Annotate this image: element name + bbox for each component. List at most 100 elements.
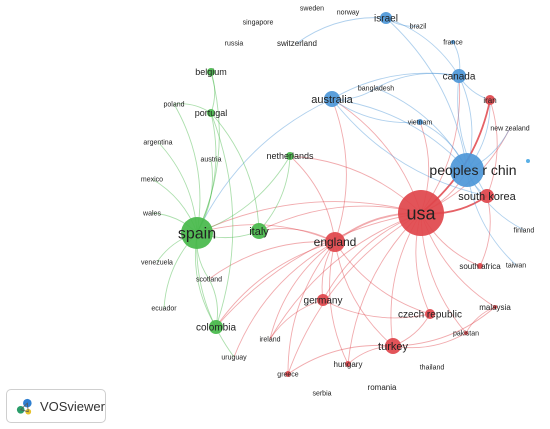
link-canada-israel <box>385 17 460 77</box>
link-south_africa-south_korea <box>479 195 491 267</box>
link-canada-south_korea <box>457 75 488 197</box>
link-usa-ireland <box>269 212 422 340</box>
node-england[interactable] <box>325 232 345 252</box>
label-sweden: sweden <box>300 5 324 12</box>
link-italy-netherlands <box>258 155 291 232</box>
label-south-africa: south africa <box>459 262 501 271</box>
label-turkey: turkey <box>378 341 408 353</box>
label-taiwan: taiwan <box>506 262 526 269</box>
link-england-australia <box>331 98 347 243</box>
node-unlabeled-dot[interactable] <box>526 159 530 163</box>
node-turkey[interactable] <box>385 338 401 354</box>
node-malaysia[interactable] <box>493 305 497 309</box>
label-pakistan: pakistan <box>453 330 479 337</box>
label-mexico: mexico <box>141 176 163 183</box>
label-germany: germany <box>304 296 343 307</box>
link-portugal-belgium <box>210 71 216 114</box>
link-spain-belgium <box>196 71 220 234</box>
node-pakistan[interactable] <box>464 331 468 335</box>
link-turkey-malaysia <box>392 306 496 347</box>
node-netherlands[interactable] <box>286 152 294 160</box>
node-france[interactable] <box>451 40 455 44</box>
label-norway: norway <box>337 9 360 16</box>
link-australia-south_korea <box>331 98 488 197</box>
label-czech-republic: czech republic <box>398 310 462 321</box>
label-uruguay: uruguay <box>221 354 247 361</box>
label-brazil: brazil <box>410 23 427 30</box>
link-italy-portugal <box>210 112 260 232</box>
label-ireland: ireland <box>259 336 280 343</box>
node-peoples-r-chin[interactable] <box>450 153 484 187</box>
link-south_korea-iran <box>486 99 498 197</box>
node-layer <box>181 12 530 377</box>
label-israel: israel <box>374 14 398 25</box>
label-france: france <box>443 39 463 46</box>
label-vietnam: vietnam <box>408 119 433 126</box>
node-czech-republic[interactable] <box>425 309 435 319</box>
link-england-uruguay <box>233 241 336 358</box>
link-germany-czech_republic <box>322 299 431 319</box>
vosviewer-logo-icon <box>16 398 32 415</box>
link-england-czech_republic <box>334 241 431 315</box>
link-england-turkey <box>334 241 394 347</box>
node-colombia[interactable] <box>209 320 223 334</box>
label-finland: finland <box>514 227 535 234</box>
node-usa[interactable] <box>398 190 444 236</box>
link-colombia-portugal <box>210 112 234 328</box>
label-argentina: argentina <box>143 139 172 146</box>
node-canada[interactable] <box>452 69 466 83</box>
vosviewer-logo[interactable]: VOSviewer <box>6 389 106 423</box>
label-malaysia: malaysia <box>479 303 511 312</box>
link-england-ireland <box>269 241 336 340</box>
label-belgium: belgium <box>195 67 227 77</box>
link-england-colombia <box>215 241 336 328</box>
link-england-spain <box>196 224 336 243</box>
label-poland: poland <box>163 101 184 108</box>
node-israel[interactable] <box>380 12 392 24</box>
label-portugal: portugal <box>195 108 228 118</box>
label-austria: austria <box>200 156 221 163</box>
label-hungary: hungary <box>334 360 363 369</box>
link-canada-bangladesh <box>375 72 460 89</box>
label-venezuela: venezuela <box>141 259 173 266</box>
label-canada: canada <box>443 72 476 83</box>
label-scotland: scotland <box>196 276 222 283</box>
link-usa-colombia <box>215 212 422 328</box>
node-spain[interactable] <box>181 217 213 249</box>
label-netherlands: netherlands <box>266 151 314 161</box>
link-israel-switzerland <box>296 17 387 44</box>
label-peoples-r-chin: peoples r chin <box>429 162 516 178</box>
node-portugal[interactable] <box>207 109 215 117</box>
link-turkey-greece <box>287 344 394 375</box>
link-england-greece <box>287 241 336 375</box>
label-spain: spain <box>178 226 216 243</box>
node-germany[interactable] <box>317 294 329 306</box>
node-belgium[interactable] <box>207 68 215 76</box>
link-england-hungary <box>329 241 349 365</box>
label-singapore: singapore <box>243 19 274 26</box>
label-south-korea: south korea <box>458 191 516 203</box>
label-serbia: serbia <box>312 390 331 397</box>
node-south-korea[interactable] <box>480 189 494 203</box>
label-usa: usa <box>406 203 436 223</box>
node-australia[interactable] <box>324 91 340 107</box>
node-iran[interactable] <box>485 95 495 105</box>
label-iran: iran <box>483 96 496 105</box>
node-south-africa[interactable] <box>477 263 483 269</box>
node-hungary[interactable] <box>345 361 351 367</box>
node-greece[interactable] <box>285 371 291 377</box>
label-colombia: colombia <box>196 323 236 334</box>
link-peoples_r_chin-australia <box>331 98 468 171</box>
link-malaysia-pakistan <box>465 306 496 334</box>
link-peoples_r_chin-israel <box>385 17 468 171</box>
node-italy[interactable] <box>251 223 267 239</box>
label-romania: romania <box>368 383 397 392</box>
label-switzerland: switzerland <box>277 39 317 48</box>
label-wales: wales <box>142 210 161 217</box>
link-germany-ireland <box>269 299 324 340</box>
link-australia-vietnam <box>331 98 421 124</box>
node-vietnam[interactable] <box>417 119 423 125</box>
label-ecuador: ecuador <box>151 305 177 312</box>
